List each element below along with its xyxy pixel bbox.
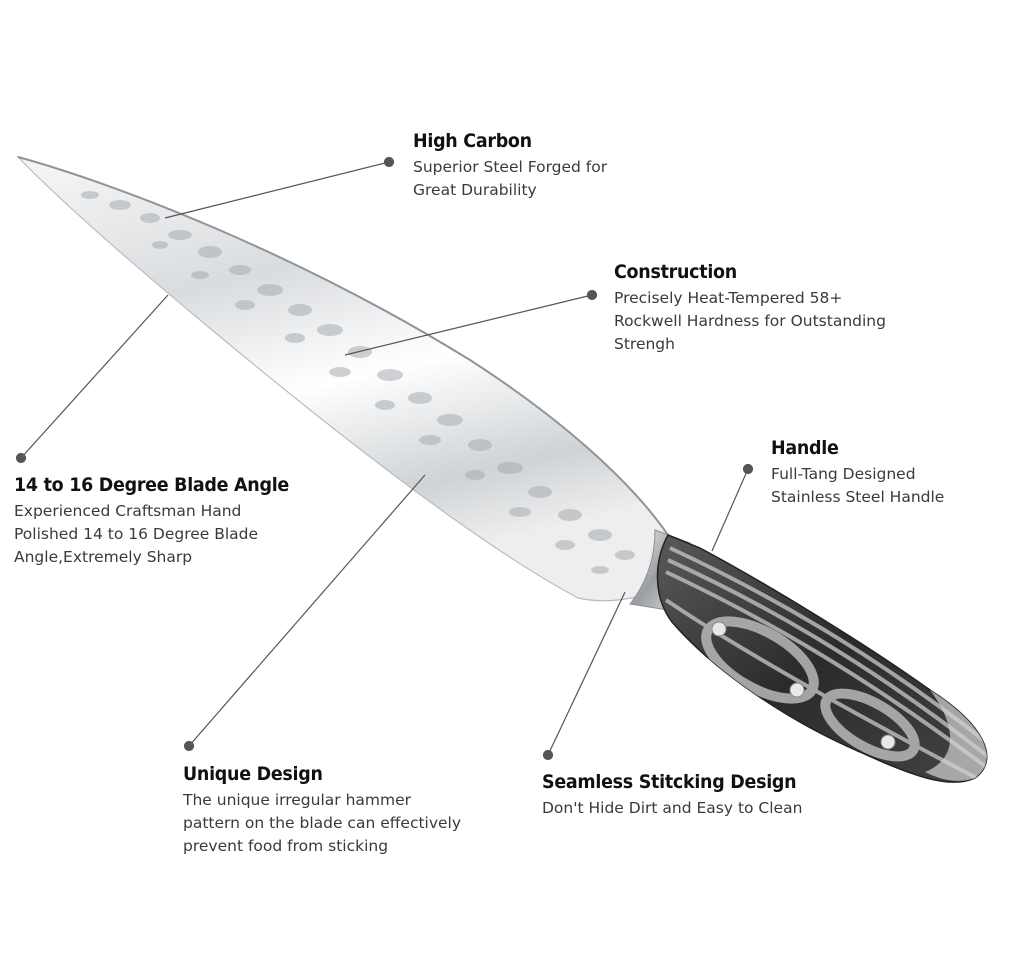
callout-dot xyxy=(15,452,27,464)
handle xyxy=(656,534,988,783)
feature-title: 14 to 16 Degree Blade Angle xyxy=(14,474,290,496)
callout-dot xyxy=(742,463,754,475)
feature-unique-design: Unique Design The unique irregular hamme… xyxy=(183,762,461,858)
hammered-pattern xyxy=(81,191,635,574)
feature-construction: Construction Precisely Heat-Tempered 58+… xyxy=(614,260,886,356)
callout-lines xyxy=(15,156,754,761)
feature-description: Precisely Heat-Tempered 58+ Rockwell Har… xyxy=(614,289,886,353)
feature-title: Construction xyxy=(614,261,737,283)
blade xyxy=(16,155,676,602)
feature-title: Handle xyxy=(771,437,839,459)
callout-construction xyxy=(344,294,593,356)
callout-dot xyxy=(586,289,598,301)
feature-high-carbon: High Carbon Superior Steel Forged for Gr… xyxy=(413,129,607,202)
feature-title: Seamless Stitcking Design xyxy=(542,771,797,793)
callout-dot xyxy=(542,749,554,761)
callout-dot xyxy=(383,156,395,168)
feature-seamless: Seamless Stitcking Design Don't Hide Dir… xyxy=(542,770,818,820)
callout-seamless xyxy=(547,591,626,756)
feature-blade-angle: 14 to 16 Degree Blade Angle Experienced … xyxy=(14,473,313,569)
callout-high-carbon xyxy=(164,161,390,219)
callout-dot xyxy=(183,740,195,752)
rivet xyxy=(711,621,727,637)
callout-unique-design xyxy=(188,474,426,747)
feature-handle: Handle Full-Tang Designed Stainless Stee… xyxy=(771,436,944,509)
rivet xyxy=(789,682,805,698)
feature-description: Full-Tang Designed Stainless Steel Handl… xyxy=(771,465,945,506)
callout-handle xyxy=(711,468,749,552)
feature-description: Experienced Craftsman Hand Polished 14 t… xyxy=(14,502,259,566)
callout-blade-angle xyxy=(20,294,169,459)
feature-title: High Carbon xyxy=(413,130,532,152)
feature-description: Don't Hide Dirt and Easy to Clean xyxy=(542,799,803,817)
rivet xyxy=(880,734,896,750)
feature-title: Unique Design xyxy=(183,763,323,785)
feature-description: Superior Steel Forged for Great Durabili… xyxy=(413,158,608,199)
feature-description: The unique irregular hammer pattern on t… xyxy=(183,791,462,855)
